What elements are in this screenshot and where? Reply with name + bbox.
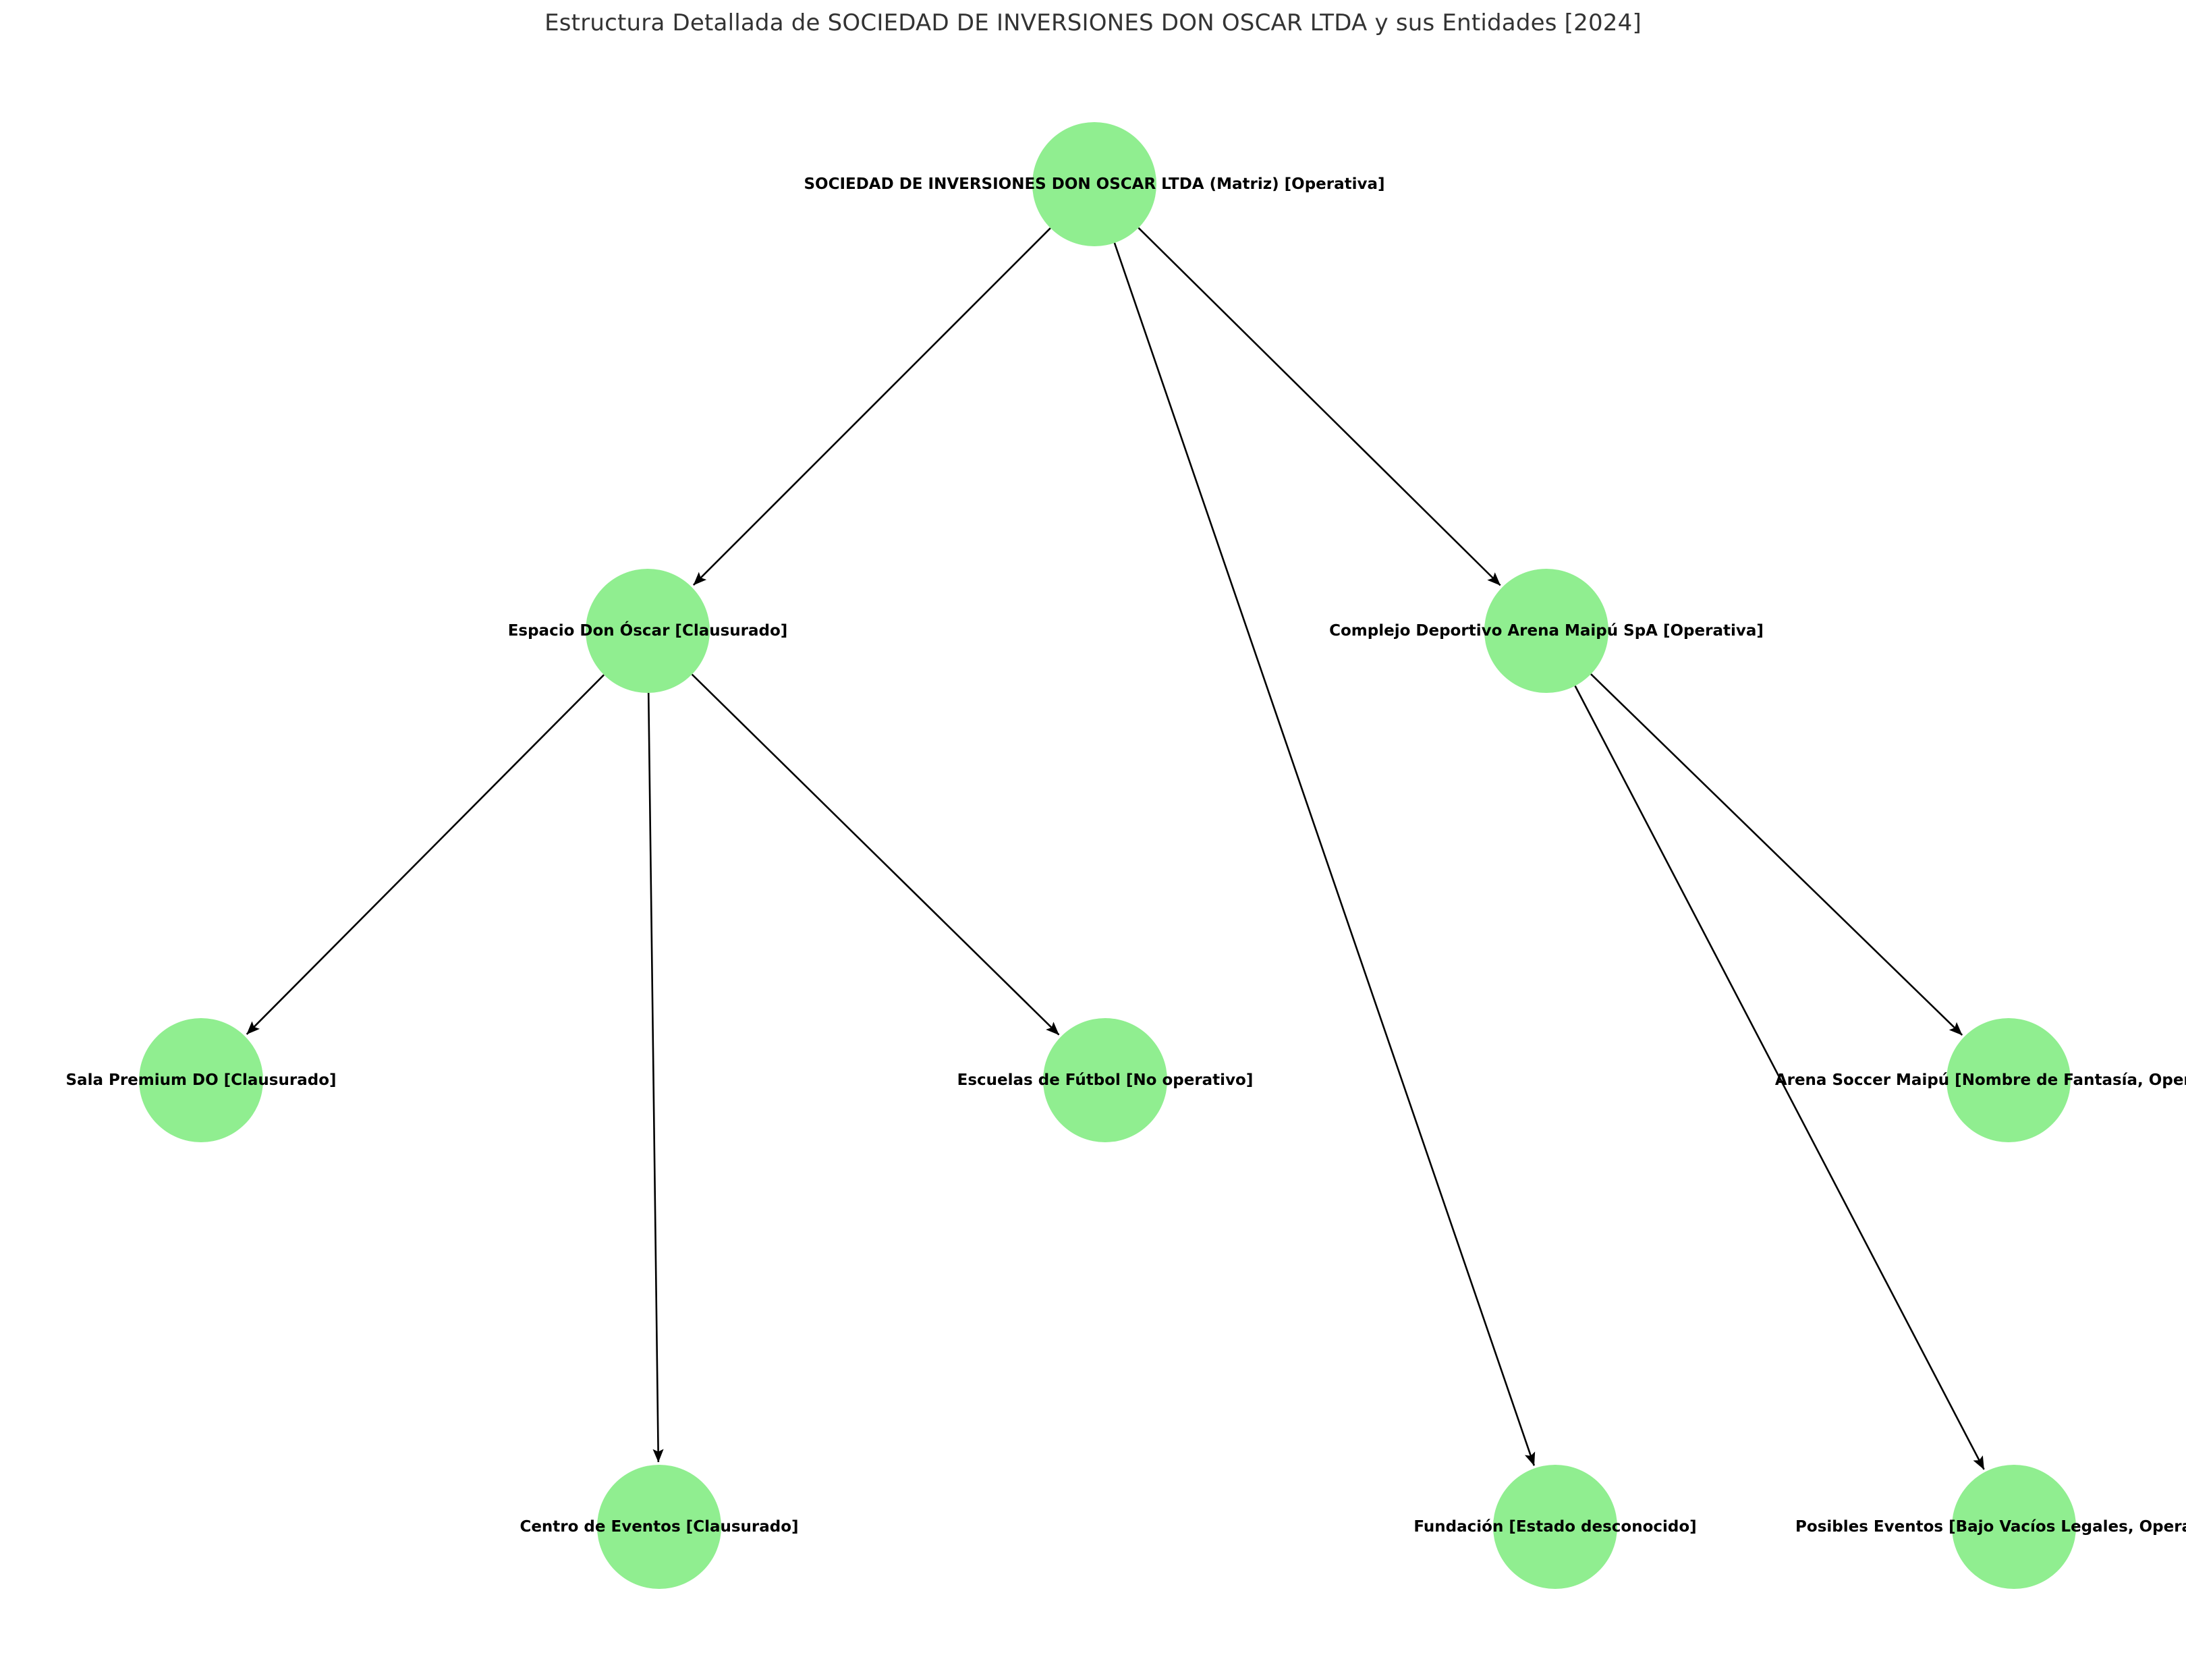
graph-node-sala[interactable] [139, 1018, 263, 1142]
graph-edge [691, 673, 1060, 1036]
graph-node-arena[interactable] [1946, 1018, 2071, 1142]
graph-node-espacio[interactable] [586, 569, 710, 693]
graph-node-fundacion[interactable] [1493, 1465, 1617, 1589]
graph-edge [246, 674, 605, 1035]
graph-edge [1138, 227, 1501, 586]
graph-node-complejo[interactable] [1484, 569, 1608, 693]
graph-node-matriz[interactable] [1032, 122, 1156, 246]
graph-edge [1113, 242, 1536, 1466]
graph-edge [692, 227, 1051, 586]
graph-node-centro[interactable] [597, 1465, 721, 1589]
page-title: Estructura Detallada de SOCIEDAD DE INVE… [544, 9, 1642, 36]
graph-edge [647, 692, 664, 1463]
graph-node-escuelas[interactable] [1043, 1018, 1167, 1142]
graph-edge [1574, 685, 1985, 1470]
graph-edge [1590, 673, 1963, 1036]
graph-node-posibles[interactable] [1952, 1465, 2076, 1589]
